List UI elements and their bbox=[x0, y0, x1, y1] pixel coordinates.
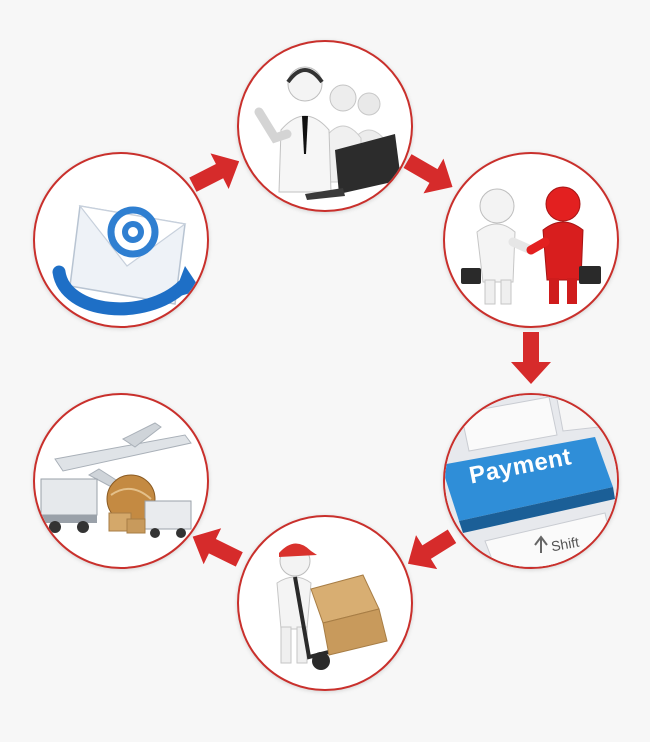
step-handshake bbox=[443, 152, 619, 328]
handshake-icon bbox=[461, 186, 601, 305]
arrow-call-center-to-handshake bbox=[397, 144, 462, 205]
step-delivery bbox=[237, 515, 413, 691]
arrow-delivery-to-shipping bbox=[184, 519, 248, 578]
step-payment: Payment Shift bbox=[443, 393, 619, 569]
step-call-center bbox=[237, 40, 413, 212]
arrow-handshake-to-payment bbox=[511, 332, 551, 384]
delivery-hand-truck-icon bbox=[276, 543, 388, 670]
step-email bbox=[33, 152, 209, 328]
shipping-logistics-icon bbox=[40, 422, 192, 538]
arrow-email-to-call-center bbox=[184, 143, 248, 202]
email-envelope-icon bbox=[52, 205, 201, 316]
call-center-icon bbox=[254, 66, 401, 200]
payment-key-icon bbox=[445, 395, 617, 567]
arrow-payment-to-delivery bbox=[397, 519, 462, 580]
step-shipping bbox=[33, 393, 209, 569]
